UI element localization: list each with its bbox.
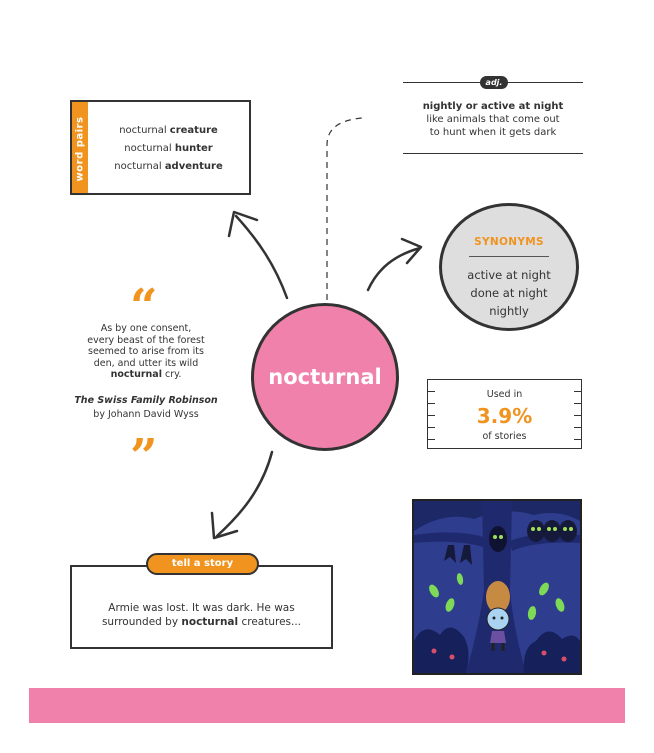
story-panel: Armie was lost. It was dark. He was surr… <box>70 565 333 649</box>
usage-bottom-rule <box>427 448 582 449</box>
definition-line: like animals that come out <box>426 114 560 125</box>
dashed-connector-definition <box>326 117 363 300</box>
ruler-tick <box>427 427 435 428</box>
word-pair-item: nocturnal hunter <box>124 143 213 154</box>
open-quote-icon: “ <box>130 279 158 335</box>
part-of-speech-badge: adj. <box>480 76 508 89</box>
quote-author: by Johann David Wyss <box>93 409 199 420</box>
quote-line: every beast of the forest <box>87 334 205 346</box>
usage-label: Used in <box>486 389 523 400</box>
quote-book-title: The Swiss Family Robinson <box>74 395 218 406</box>
ruler-tick <box>427 439 435 440</box>
usage-left-ruler <box>427 379 438 449</box>
synonym-item: active at night <box>467 268 551 282</box>
arrow-to-word-pairs <box>234 214 289 300</box>
word-pair-item: nocturnal adventure <box>114 161 223 172</box>
definition-line: to hunt when it gets dark <box>429 127 557 138</box>
word-pairs-panel: word pairs nocturnal creature nocturnal … <box>70 100 251 195</box>
usage-percent: 3.9% <box>476 404 533 428</box>
quote-line: nocturnal cry. <box>110 369 182 380</box>
arrow-head-synonyms <box>400 237 423 265</box>
close-quote-icon: ” <box>130 429 158 485</box>
word-pairs-tab: word pairs <box>72 102 88 193</box>
center-word-circle: nocturnal <box>251 303 399 451</box>
definition-bottom-rule <box>403 153 583 154</box>
center-word: nocturnal <box>268 365 382 389</box>
arrow-head-word-pairs <box>227 210 259 238</box>
synonyms-circle: SYNONYMS active at night done at night n… <box>439 203 579 331</box>
synonyms-list: active at night done at night nightly <box>442 266 576 320</box>
arrow-head-story <box>210 511 239 540</box>
ruler-tick <box>574 403 582 404</box>
usage-right-ruler <box>571 379 582 449</box>
usage-sublabel: of stories <box>482 431 527 442</box>
word-pair-item: nocturnal creature <box>119 125 218 136</box>
quote-line: den, and utter its wild <box>93 357 199 369</box>
story-line: surrounded by nocturnal creatures... <box>101 616 302 628</box>
quote-line: As by one consent, <box>100 323 192 334</box>
synonyms-divider <box>469 256 549 257</box>
ruler-tick <box>427 403 435 404</box>
ruler-tick <box>427 391 435 392</box>
quote-line: seemed to arise from its <box>88 346 204 357</box>
illustration-artwork <box>414 501 580 673</box>
night-forest-illustration <box>412 499 582 675</box>
arrow-to-synonyms <box>366 246 422 292</box>
synonym-item: done at night <box>470 286 548 300</box>
story-badge: tell a story <box>146 553 259 575</box>
synonym-item: nightly <box>489 304 529 318</box>
ruler-tick <box>574 415 582 416</box>
word-pairs-list: nocturnal creature nocturnal hunter noct… <box>88 122 249 176</box>
definition-block: nightly or active at night like animals … <box>403 100 583 139</box>
arrow-to-story <box>215 450 274 538</box>
definition-headline: nightly or active at night <box>422 101 564 112</box>
ruler-tick <box>427 415 435 416</box>
usage-top-rule <box>427 379 582 380</box>
synonyms-title: SYNONYMS <box>474 236 544 248</box>
ruler-tick <box>574 439 582 440</box>
story-text: Armie was lost. It was dark. He was surr… <box>82 601 321 629</box>
story-line: Armie was lost. It was dark. He was <box>108 602 295 614</box>
ruler-tick <box>574 427 582 428</box>
quote-text: As by one consent, every beast of the fo… <box>65 323 227 381</box>
usage-stat-box: Used in 3.9% of stories <box>427 379 582 449</box>
quote-source: The Swiss Family Robinson by Johann Davi… <box>65 394 227 422</box>
ruler-tick <box>574 391 582 392</box>
footer-bar <box>29 688 625 723</box>
word-pairs-tab-label: word pairs <box>74 116 86 182</box>
